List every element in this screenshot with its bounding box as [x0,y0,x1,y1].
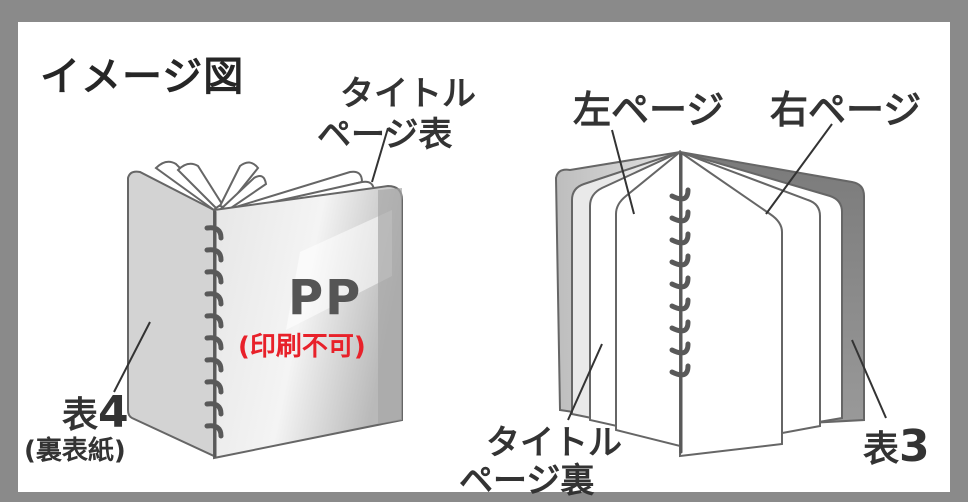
fanned-page-1 [154,160,220,212]
binder-illustration [113,123,887,460]
leader-left-page [611,129,635,215]
back-cover [127,170,215,458]
leader-cover3 [851,339,887,419]
spiral-binding-icon [204,210,224,458]
title-page-back-label-line2: ページ裏 [459,461,595,501]
fanned-page-2 [176,162,224,210]
cover4-label: 表4 [62,386,129,438]
title-page-back-label-line1: タイトル [486,423,622,463]
pp-edge-shadow [378,188,402,424]
diagram-heading: イメージ図 [40,54,245,100]
cover4-text: 表 [62,395,99,436]
pp-not-printable-note: (印刷不可) [238,332,366,362]
cover3-label: 表3 [863,420,930,472]
image-frame: イメージ図 タイトル ページ表 左ページ 右ページ PP (印刷不可) 表4 (… [18,22,950,501]
left-page-label: 左ページ [573,88,725,132]
fanned-page-3 [218,161,260,210]
leader-cover4 [113,321,151,393]
leader-title-back [567,343,603,421]
cover4-number: 4 [98,387,129,438]
leader-right-page [765,123,833,215]
pp-label: PP [288,270,363,326]
spiral-binding-icon [669,152,691,454]
pp-shine [286,210,392,330]
cover3-number: 3 [899,421,930,472]
right-page-label: 右ページ [770,88,922,132]
cover3-text: 表 [863,429,900,470]
leader-title-front [371,127,389,183]
title-page-front-label-line2: ページ表 [317,115,453,155]
cover4-sub-label: (裏表紙) [24,436,126,466]
title-page-front-label-line1: タイトル [340,74,476,114]
closed-binder [113,127,403,460]
open-binder [554,123,887,458]
fanned-page-4 [220,175,268,212]
left-page-3 [615,149,681,448]
right-page-3 [679,150,783,458]
